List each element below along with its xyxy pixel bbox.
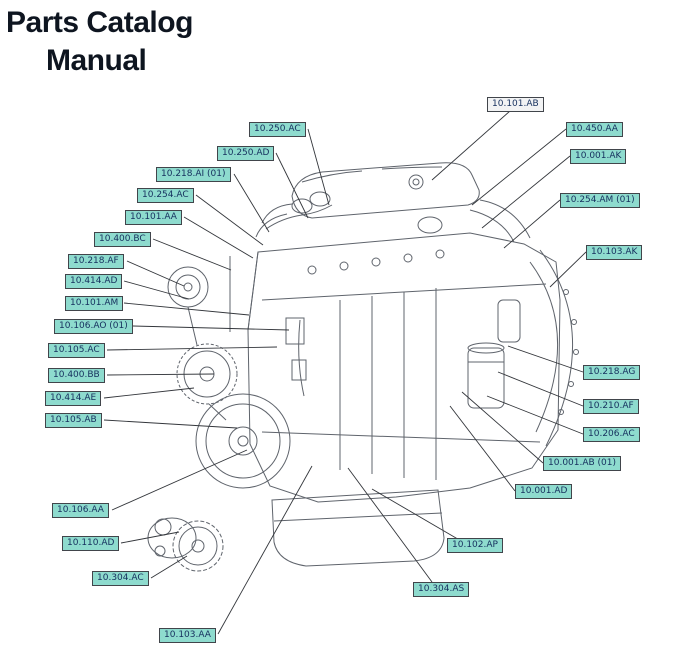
part-label-10-206-ac[interactable]: 10.206.AC [583, 427, 640, 442]
engine-drawing [147, 162, 579, 572]
part-label-10-414-ad[interactable]: 10.414.AD [65, 274, 123, 289]
part-label-10-304-as[interactable]: 10.304.AS [413, 582, 470, 597]
leader-line [503, 199, 561, 249]
leader-line [275, 152, 309, 219]
page-title: Parts Catalog Manual [6, 4, 266, 80]
part-label-10-102-ap[interactable]: 10.102.AP [447, 538, 503, 553]
leader-line [152, 238, 232, 271]
part-label-10-450-aa[interactable]: 10.450.AA [566, 122, 623, 137]
part-label-10-218-af[interactable]: 10.218.AF [68, 254, 124, 269]
leader-line [126, 260, 185, 287]
leader-line [111, 449, 248, 511]
part-label-10-414-ae[interactable]: 10.414.AE [45, 391, 102, 406]
leader-line [183, 216, 254, 259]
part-label-10-106-ao-01[interactable]: 10.106.AO (01) [54, 319, 133, 334]
leader-line [106, 346, 278, 351]
leader-line [507, 345, 584, 373]
leader-line [132, 325, 290, 331]
leader-line [217, 465, 313, 635]
leader-line [195, 194, 264, 246]
part-label-10-105-ab[interactable]: 10.105.AB [45, 413, 102, 428]
leader-line [497, 371, 584, 407]
part-label-10-001-ak[interactable]: 10.001.AK [570, 149, 627, 164]
leader-line [120, 531, 180, 544]
part-label-10-101-ab[interactable]: 10.101.AB [487, 97, 544, 112]
part-label-10-218-ai-01[interactable]: 10.218.AI (01) [156, 167, 231, 182]
leader-line [233, 173, 270, 233]
leader-line [103, 387, 195, 399]
part-label-10-105-ac[interactable]: 10.105.AC [48, 343, 105, 358]
leader-line [481, 155, 571, 229]
part-label-10-210-af[interactable]: 10.210.AF [583, 399, 639, 414]
part-label-10-001-ab-01[interactable]: 10.001.AB (01) [543, 456, 622, 471]
leader-line [103, 419, 238, 429]
part-label-10-103-ak[interactable]: 10.103.AK [586, 245, 643, 260]
leader-line [150, 555, 188, 579]
leader-line [371, 488, 469, 546]
page-title-line1: Parts Catalog [6, 6, 193, 39]
leader-line [123, 280, 190, 300]
leader-line [549, 251, 587, 288]
leader-line [347, 467, 433, 583]
page-title-line2: Manual [46, 44, 147, 77]
leader-line [486, 395, 584, 435]
leader-line [123, 302, 250, 316]
leader-line [461, 391, 544, 464]
part-label-10-110-ad[interactable]: 10.110.AD [62, 536, 120, 551]
leader-line [307, 128, 330, 206]
leader-lines [103, 110, 587, 635]
part-label-10-304-ac[interactable]: 10.304.AC [92, 571, 149, 586]
part-label-10-103-aa[interactable]: 10.103.AA [159, 628, 216, 643]
leader-line [431, 110, 511, 181]
part-label-10-400-bc[interactable]: 10.400.BC [94, 232, 151, 247]
part-label-10-101-am[interactable]: 10.101.AM [65, 296, 124, 311]
part-label-10-106-aa[interactable]: 10.106.AA [52, 503, 109, 518]
part-label-10-101-aa[interactable]: 10.101.AA [125, 210, 182, 225]
part-label-10-001-ad[interactable]: 10.001.AD [515, 484, 573, 499]
leader-line [106, 373, 215, 376]
part-label-10-254-am-01[interactable]: 10.254.AM (01) [560, 193, 640, 208]
part-label-10-400-bb[interactable]: 10.400.BB [48, 368, 105, 383]
part-label-10-250-ac[interactable]: 10.250.AC [249, 122, 306, 137]
part-label-10-218-ag[interactable]: 10.218.AG [583, 365, 641, 380]
part-label-10-254-ac[interactable]: 10.254.AC [137, 188, 194, 203]
leader-line [471, 128, 567, 206]
part-label-10-250-ad[interactable]: 10.250.AD [217, 146, 275, 161]
leader-line [449, 405, 516, 492]
